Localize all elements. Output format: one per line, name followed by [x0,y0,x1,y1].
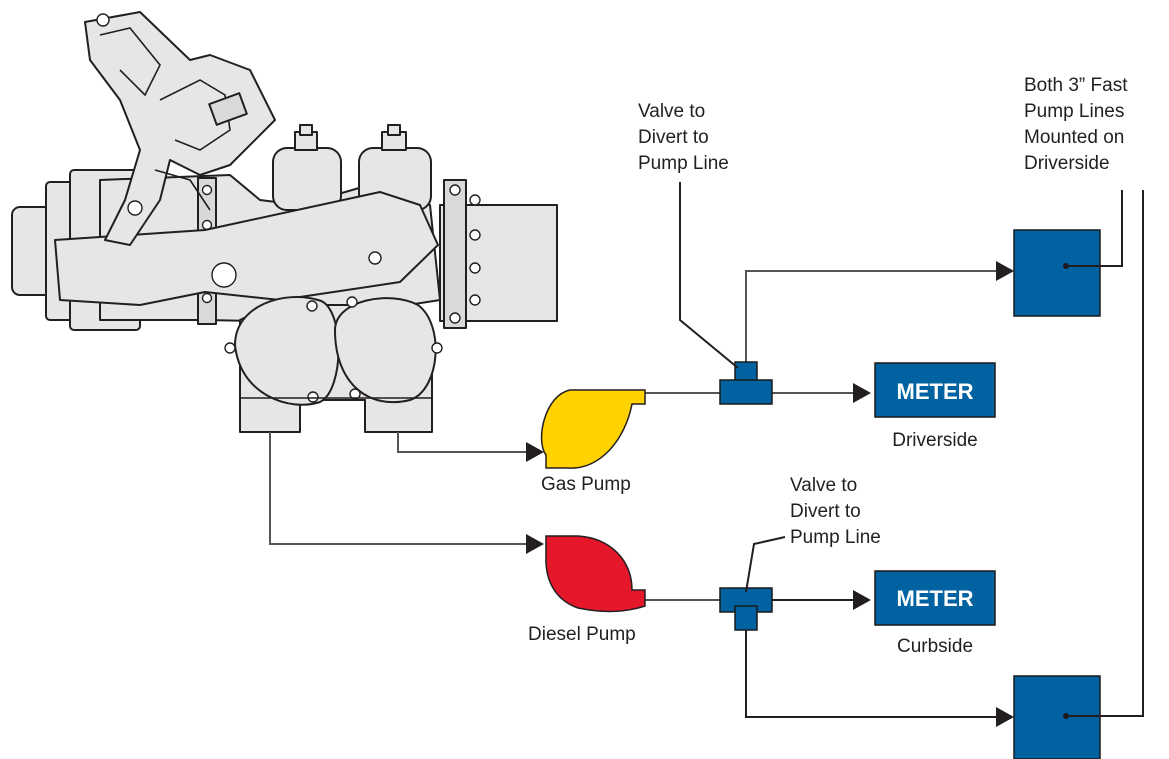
fast-line-top-callout [1066,190,1123,267]
valve-bottom-callout-line [745,536,786,593]
gas-pump-icon [540,389,646,469]
valve-top-label: Valve to Divert to Pump Line [638,101,729,174]
arrow-to-fast-line-top [996,261,1014,281]
meter-curbside: METER [874,570,996,626]
fast-pump-line-top-icon [1013,229,1101,317]
fast-line-bottom-callout [1066,190,1144,717]
diesel-pump-shape [545,535,646,613]
flow-arrowheads [526,261,1014,727]
meter-driverside-caption: Driverside [892,430,978,451]
valve-top-callout-line [679,182,739,369]
valve-bottom-label: Valve to Divert to Pump Line [790,475,881,548]
fast-pump-lines-label: Both 3” Fast Pump Lines Mounted on Drive… [1024,75,1133,174]
engine-manifold-illustration [11,11,558,433]
diesel-pump-icon [545,535,646,613]
meter-curbside-caption: Curbside [897,636,973,657]
meter-bottom-label: METER [897,586,974,611]
arrow-to-gas-pump [526,442,544,462]
arrow-to-fast-line-bottom [996,707,1014,727]
gas-pump-shape [540,389,646,469]
meter-driverside: METER [874,362,996,418]
fast-pump-line-bottom-icon [1013,675,1101,759]
tee-valve-top-icon [719,361,773,405]
arrow-to-diesel-pump [526,534,544,554]
pipe-lines [269,270,998,718]
gas-pump-label: Gas Pump [541,474,631,495]
meter-top-label: METER [897,379,974,404]
arrow-to-meter-top [853,383,871,403]
tee-valve-bottom-icon [719,587,773,631]
diesel-pump-label: Diesel Pump [528,624,636,645]
arrow-to-meter-bottom [853,590,871,610]
